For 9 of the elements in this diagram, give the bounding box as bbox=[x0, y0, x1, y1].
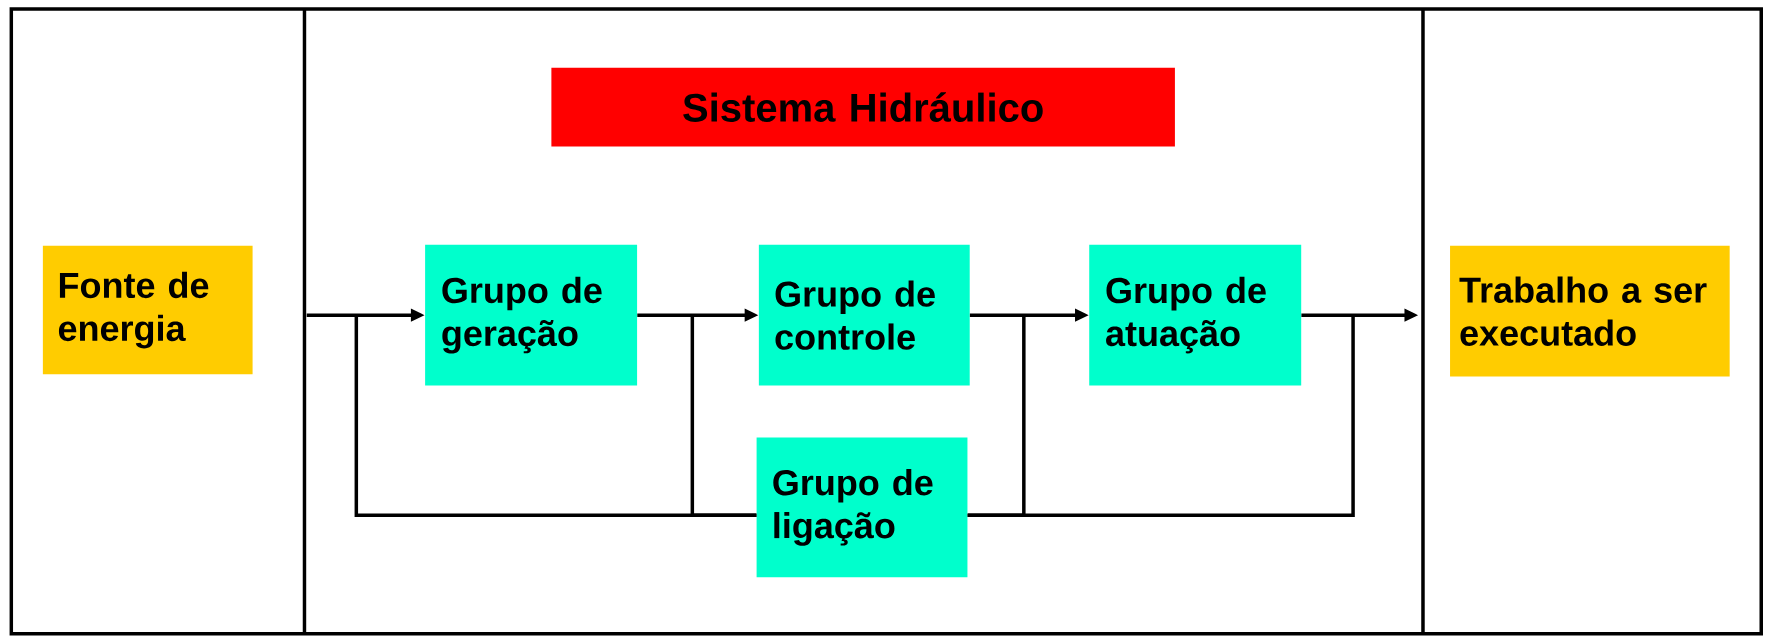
title-banner: Sistema Hidráulico bbox=[551, 67, 1175, 147]
group-box: Grupo de geração bbox=[425, 244, 638, 386]
connector-line bbox=[690, 315, 757, 518]
connector-line bbox=[967, 315, 1355, 518]
group-box: Grupo de controle bbox=[758, 244, 970, 386]
source-box: Fonte de energia bbox=[42, 245, 253, 375]
group-box: Grupo de ligação bbox=[756, 437, 968, 578]
output-box: Trabalho a ser executado bbox=[1450, 245, 1730, 377]
group-box: Grupo de atuação bbox=[1089, 244, 1302, 386]
